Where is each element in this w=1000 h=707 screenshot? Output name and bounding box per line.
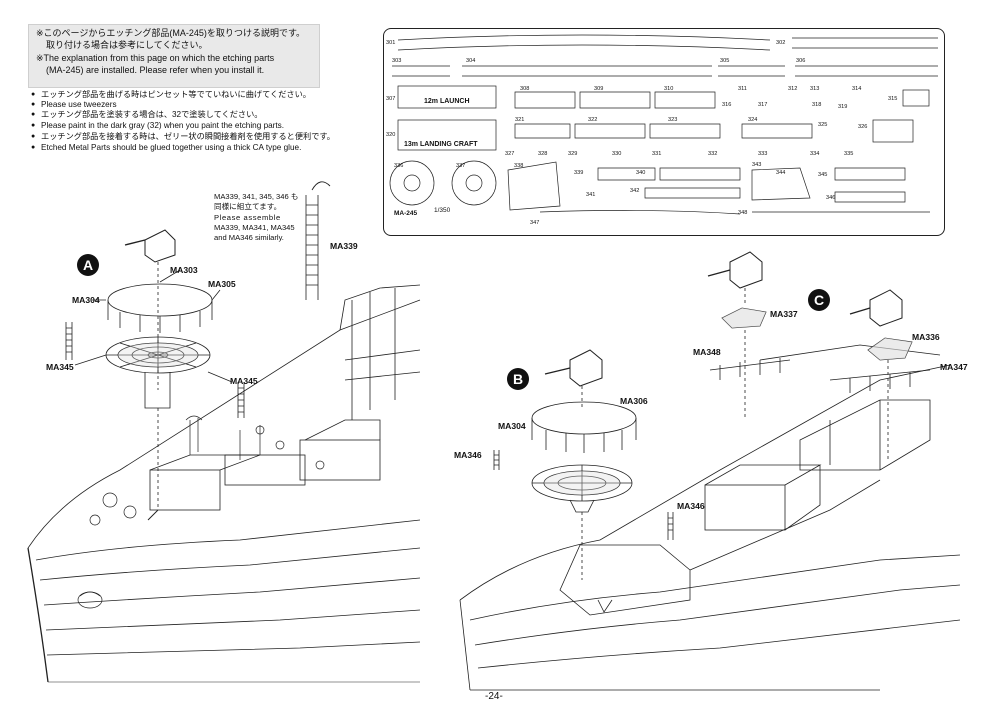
- label-ma306: MA306: [620, 396, 648, 406]
- label-ma345-right: MA345: [230, 376, 258, 386]
- part-313: 313: [810, 86, 820, 92]
- assembly-note-en3: and MA346 similarly.: [214, 233, 284, 242]
- part-337: 337: [456, 163, 466, 169]
- part-345: 345: [818, 172, 828, 178]
- part-338: 338: [514, 163, 524, 169]
- instruction-2: Please use tweezers: [31, 100, 117, 110]
- assembly-note-en1: Please assemble: [214, 213, 281, 222]
- part-322: 322: [588, 117, 598, 123]
- part-348: 348: [738, 210, 748, 216]
- part-329: 329: [568, 151, 578, 157]
- label-ma345-left: MA345: [46, 362, 74, 372]
- label-ma303: MA303: [170, 265, 198, 275]
- assembly-note-ja2: 同様に組立てます。: [214, 202, 282, 211]
- part-309: 309: [594, 86, 604, 92]
- landing-craft-label: 13m LANDING CRAFT: [404, 141, 478, 148]
- part-347: 347: [530, 220, 540, 226]
- part-318: 318: [812, 102, 822, 108]
- part-311: 311: [738, 86, 747, 92]
- part-324: 324: [748, 117, 758, 123]
- notice-ja-line1: ※このページからエッチング部品(MA-245)を取りつける説明です。: [36, 28, 306, 38]
- notice-box: [28, 24, 320, 88]
- part-331: 331: [652, 151, 662, 157]
- label-ma305: MA305: [208, 279, 236, 289]
- part-314: 314: [852, 86, 862, 92]
- part-317: 317: [758, 102, 768, 108]
- label-ma347: MA347: [940, 362, 968, 372]
- part-319: 319: [838, 104, 848, 110]
- step-a-marker: A: [77, 254, 99, 276]
- etch-sheet: [383, 28, 945, 236]
- assembly-note-en2: MA339, MA341, MA345: [214, 223, 295, 232]
- part-341: 341: [586, 192, 596, 198]
- part-346: 346: [826, 195, 836, 201]
- part-305: 305: [720, 58, 730, 64]
- part-327: 327: [505, 151, 515, 157]
- page-number: -24-: [485, 691, 503, 702]
- part-333: 333: [758, 151, 768, 157]
- sheet-scale: 1/350: [434, 207, 451, 214]
- left-bow-stem: [27, 547, 49, 683]
- part-336: 336: [394, 163, 404, 169]
- part-328: 328: [538, 151, 548, 157]
- part-342: 342: [630, 188, 640, 194]
- label-ma346-right: MA346: [677, 501, 705, 511]
- part-323: 323: [668, 117, 678, 123]
- label-ma346-left: MA346: [454, 450, 482, 460]
- notice-en-line1: ※The explanation from this page on which…: [36, 53, 275, 63]
- part-307: 307: [386, 96, 396, 102]
- part-332: 332: [708, 151, 718, 157]
- label-ma304-a: MA304: [72, 295, 100, 305]
- part-325: 325: [818, 122, 828, 128]
- step-c-marker: C: [808, 289, 830, 311]
- label-ma348: MA348: [693, 347, 721, 357]
- label-ma337: MA337: [770, 309, 798, 319]
- part-316: 316: [722, 102, 732, 108]
- part-312: 312: [788, 86, 798, 92]
- part-344: 344: [776, 170, 786, 176]
- instruction-4: Please paint in the dark gray (32) when …: [31, 121, 284, 131]
- part-308: 308: [520, 86, 530, 92]
- part-321: 321: [515, 117, 525, 123]
- part-326: 326: [858, 124, 868, 130]
- ma303-railing: [107, 283, 213, 317]
- part-340: 340: [636, 170, 646, 176]
- assembly-note-ja1: MA339, 341, 345, 346 も: [214, 192, 299, 201]
- part-334: 334: [810, 151, 820, 157]
- launch-label: 12m LAUNCH: [424, 98, 470, 105]
- label-ma336: MA336: [912, 332, 940, 342]
- part-301: 301: [386, 40, 396, 46]
- notice-ja-line2: 取り付ける場合は参考にしてください。: [46, 40, 208, 50]
- part-335: 335: [844, 151, 854, 157]
- part-320: 320: [386, 132, 396, 138]
- instruction-5: エッチング部品を接着する時は、ゼリー状の瞬間接着剤を使用すると便利です。: [31, 132, 335, 142]
- part-339: 339: [574, 170, 584, 176]
- part-306: 306: [796, 58, 806, 64]
- part-304: 304: [466, 58, 476, 64]
- step-b-marker: B: [507, 368, 529, 390]
- instruction-3: エッチング部品を塗装する場合は、32で塗装してください。: [31, 110, 262, 120]
- part-303: 303: [392, 58, 402, 64]
- left-deck-edge: [27, 299, 421, 549]
- part-315: 315: [888, 96, 898, 102]
- part-310: 310: [664, 86, 674, 92]
- instruction-1: エッチング部品を曲げる時はピンセット等でていねいに曲げてください。: [31, 90, 311, 100]
- instruction-6: Etched Metal Parts should be glued toget…: [31, 143, 301, 153]
- notice-en-line2: (MA-245) are installed. Please refer whe…: [46, 65, 265, 75]
- part-343: 343: [752, 162, 762, 168]
- sheet-code: MA-245: [394, 210, 418, 217]
- part-302: 302: [776, 40, 786, 46]
- label-ma339: MA339: [330, 241, 358, 251]
- label-ma304-b: MA304: [498, 421, 526, 431]
- part-330: 330: [612, 151, 622, 157]
